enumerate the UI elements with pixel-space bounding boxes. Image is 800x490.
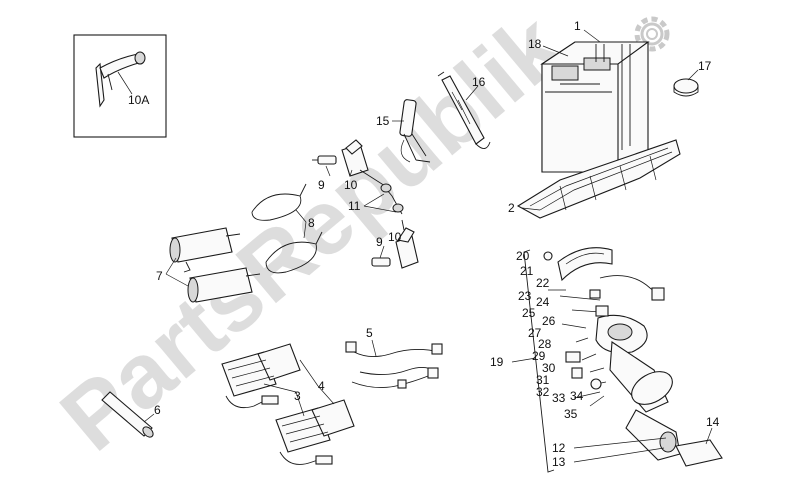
label-20: 20 xyxy=(516,249,530,263)
spark-plug-9-lower xyxy=(371,257,391,267)
pickup-assembly xyxy=(543,247,723,467)
spark-plug-9-upper xyxy=(312,155,337,165)
label-4: 4 xyxy=(318,379,325,393)
label-1: 1 xyxy=(574,19,581,33)
label-25: 25 xyxy=(522,306,536,320)
spark-cap-10-lower xyxy=(395,219,419,269)
label-11: 11 xyxy=(348,199,361,213)
inset-box: 10A xyxy=(73,34,167,138)
label-10a: 10A xyxy=(128,93,149,107)
ht-cable-8 xyxy=(251,183,323,274)
label-33: 33 xyxy=(552,391,566,405)
fuse-holder-15 xyxy=(399,99,431,163)
label-14: 14 xyxy=(706,415,720,429)
label-15: 15 xyxy=(376,114,390,128)
label-32: 32 xyxy=(536,385,550,399)
sleeve-6 xyxy=(101,391,154,438)
label-31: 31 xyxy=(536,373,550,387)
label-16: 16 xyxy=(472,75,486,89)
label-7: 7 xyxy=(156,269,163,283)
label-10-lower: 10 xyxy=(388,230,402,244)
ignition-coil-lower xyxy=(187,267,261,303)
spark-cap-10-upper xyxy=(341,139,404,215)
label-30: 30 xyxy=(542,361,556,375)
label-6: 6 xyxy=(154,403,161,417)
spark-cap-10a xyxy=(95,51,146,108)
regulator-lower xyxy=(275,399,355,465)
label-13: 13 xyxy=(552,455,566,469)
label-2: 2 xyxy=(508,201,515,215)
label-9-upper: 9 xyxy=(318,178,325,192)
label-12: 12 xyxy=(552,441,566,455)
label-23: 23 xyxy=(518,289,532,303)
label-3: 3 xyxy=(294,389,301,403)
label-26: 26 xyxy=(542,314,556,328)
watermark: PartsRepublik xyxy=(42,0,582,470)
label-34: 34 xyxy=(570,389,584,403)
ignition-coil-upper xyxy=(169,227,241,273)
label-8: 8 xyxy=(308,216,315,230)
label-35: 35 xyxy=(564,407,578,421)
label-5: 5 xyxy=(366,326,373,340)
label-28: 28 xyxy=(538,337,552,351)
gear-icon xyxy=(634,16,670,52)
fuse-holder-16 xyxy=(437,71,491,149)
label-18: 18 xyxy=(528,37,542,51)
label-19: 19 xyxy=(490,355,504,369)
label-10-upper: 10 xyxy=(344,178,358,192)
bracket-19 xyxy=(523,249,555,473)
label-24: 24 xyxy=(536,295,550,309)
label-27: 27 xyxy=(528,326,542,340)
regulator-upper xyxy=(221,343,301,409)
label-17: 17 xyxy=(698,59,712,73)
label-21: 21 xyxy=(520,264,534,278)
battery-tray xyxy=(516,139,681,219)
battery-cap-17 xyxy=(673,78,699,97)
label-22: 22 xyxy=(536,276,550,290)
label-29: 29 xyxy=(532,349,546,363)
battery xyxy=(540,41,650,173)
wiring-harness-5 xyxy=(345,341,443,389)
label-9-lower: 9 xyxy=(376,235,383,249)
